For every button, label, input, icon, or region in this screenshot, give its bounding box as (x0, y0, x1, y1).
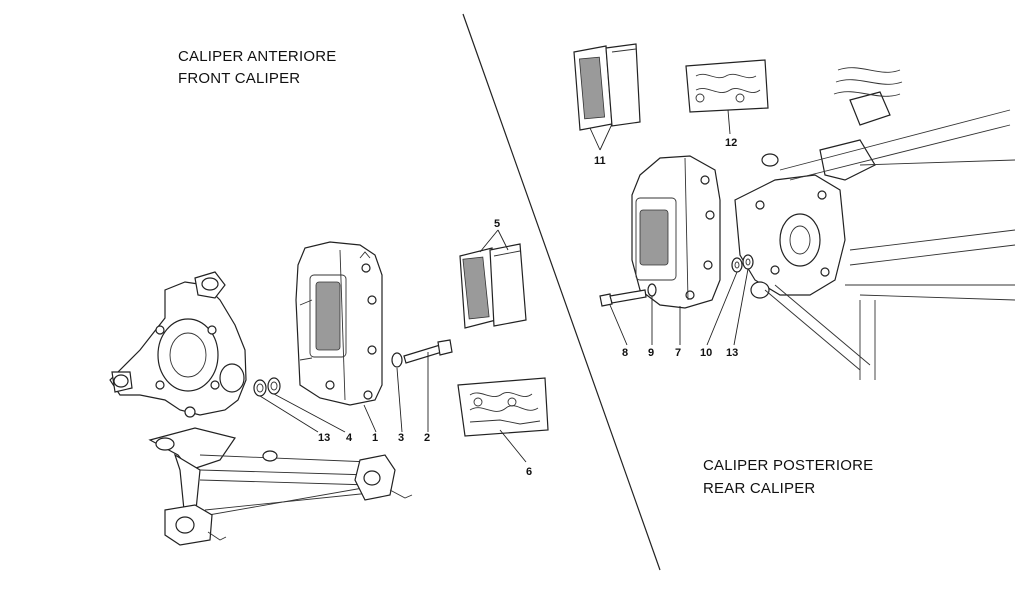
front-caliper-body (295, 241, 383, 406)
rear-spring-kit-12 (685, 59, 769, 113)
rear-washer-13 (742, 254, 754, 270)
callout-rear-11: 11 (594, 155, 606, 167)
front-washer-3 (391, 352, 403, 368)
callout-front-5: 5 (494, 218, 501, 230)
callout-rear-10: 10 (700, 347, 713, 359)
rear-bolt-8 (599, 289, 647, 307)
rear-leader-lines (589, 109, 749, 346)
callout-rear-8: 8 (622, 347, 629, 359)
rear-suspension-arms (761, 67, 1016, 380)
rear-caliper-body (631, 155, 721, 309)
front-lower-wishbone (148, 427, 413, 546)
callout-front-13: 13 (318, 432, 331, 444)
divider-line (462, 13, 661, 571)
front-washer-4 (267, 377, 281, 395)
front-steering-knuckle (109, 271, 247, 418)
callout-front-3: 3 (398, 432, 405, 444)
front-title-italian: CALIPER ANTERIORE (178, 48, 337, 65)
front-title-english: FRONT CALIPER (178, 70, 301, 87)
front-bolt-2 (403, 339, 453, 364)
callout-rear-12: 12 (725, 137, 738, 149)
rear-washer-10 (731, 257, 743, 273)
callout-rear-9: 9 (648, 347, 655, 359)
rear-title-italian: CALIPER POSTERIORE (703, 457, 874, 474)
callout-rear-7: 7 (675, 347, 682, 359)
rear-washer-9 (647, 283, 657, 297)
front-spring-kit-6 (457, 377, 549, 437)
rear-upright (734, 139, 876, 299)
front-washer-13 (253, 379, 267, 397)
rear-title-english: REAR CALIPER (703, 480, 816, 497)
callout-front-1: 1 (372, 432, 379, 444)
front-brake-pads-5 (459, 243, 527, 329)
callout-rear-13: 13 (726, 347, 739, 359)
rear-brake-pads-11 (573, 43, 641, 131)
callout-front-6: 6 (526, 466, 533, 478)
front-leader-lines (259, 229, 527, 463)
callout-front-4: 4 (346, 432, 353, 444)
callout-front-2: 2 (424, 432, 431, 444)
